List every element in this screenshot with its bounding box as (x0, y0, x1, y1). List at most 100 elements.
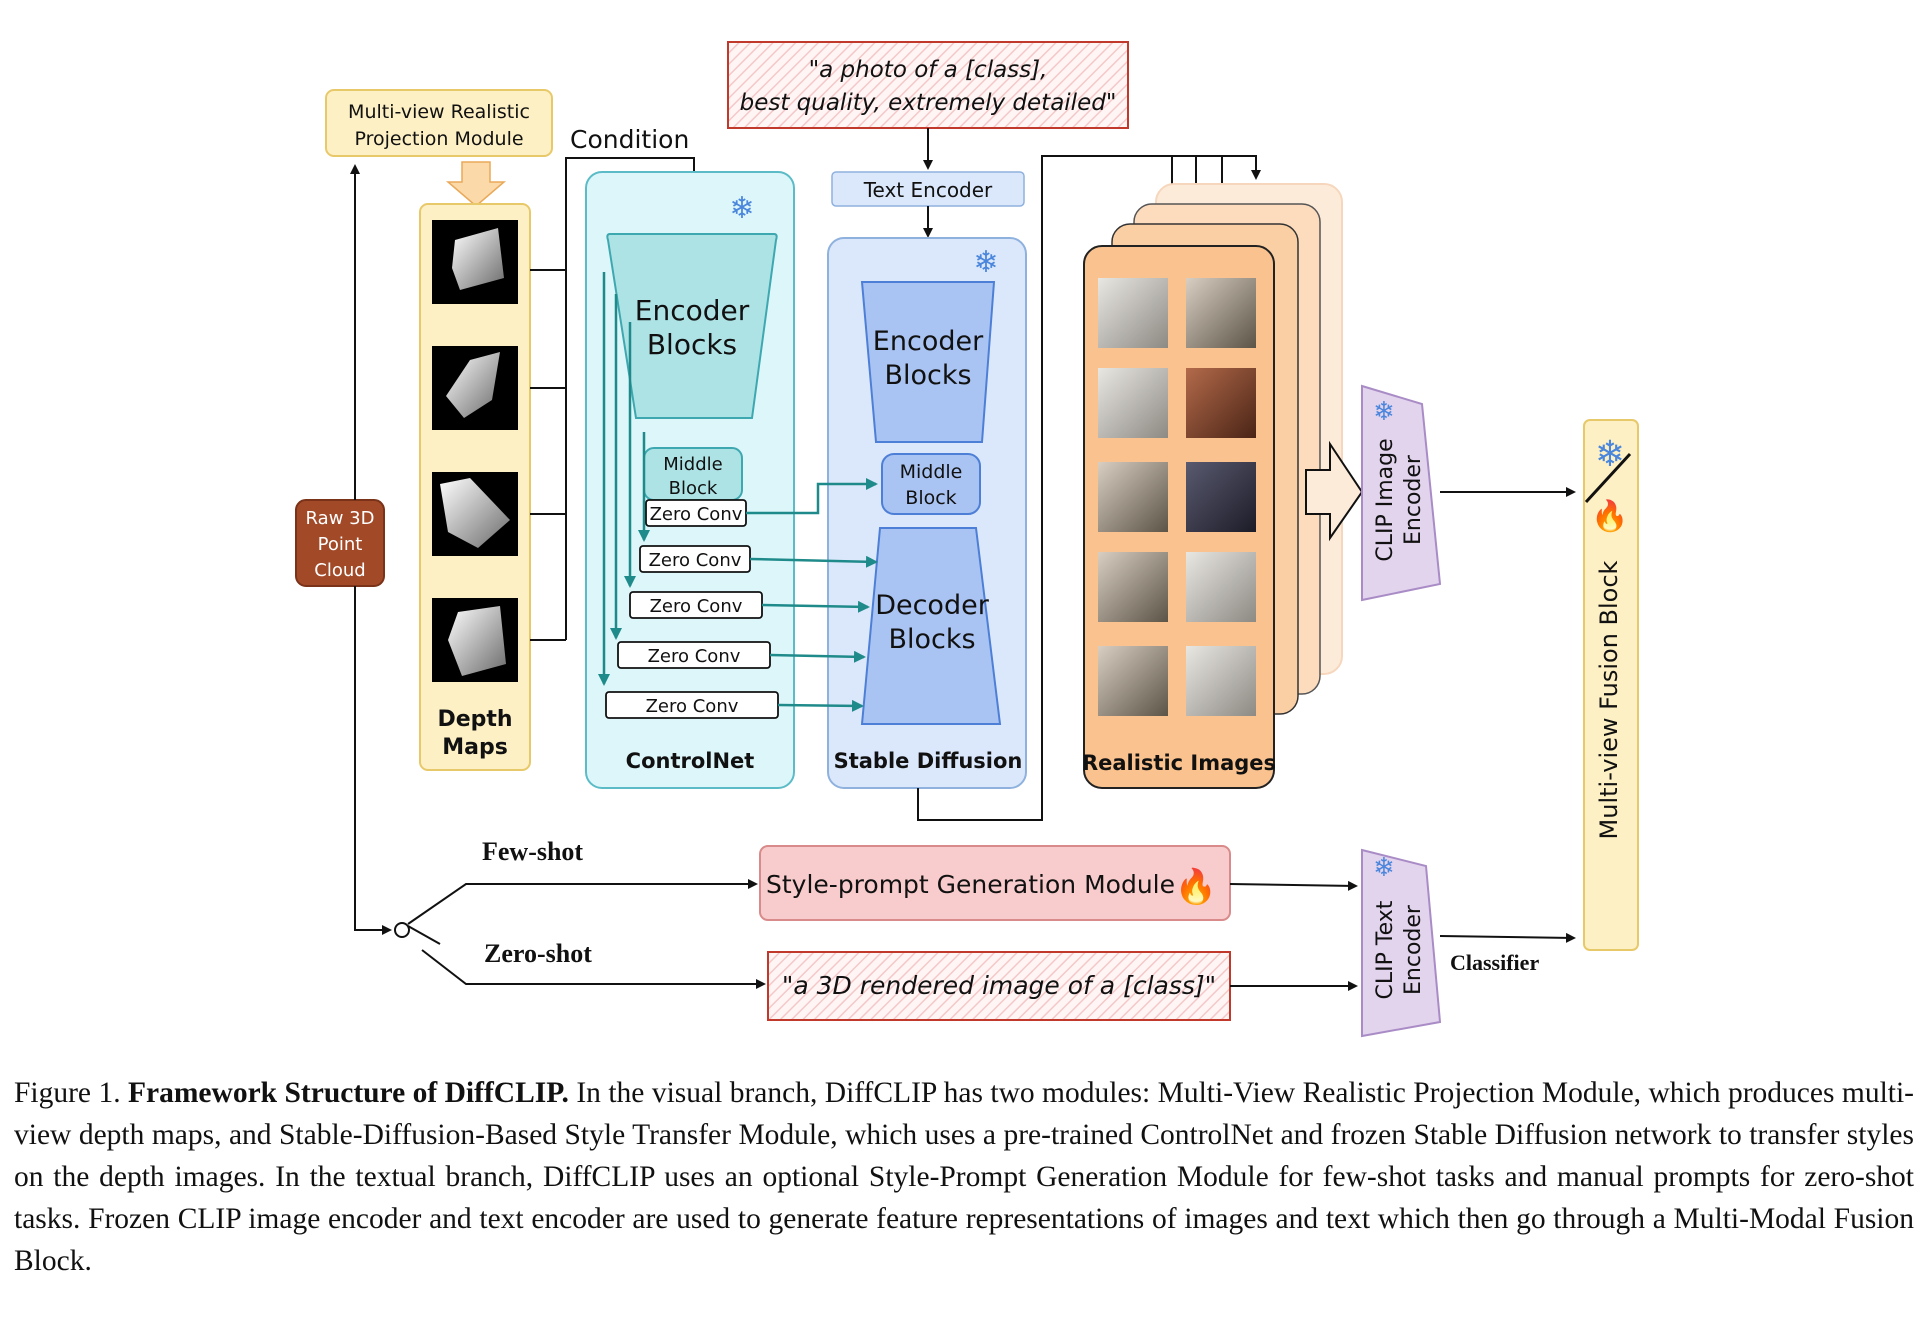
zero-conv-to-sd-arrows (746, 478, 878, 712)
projection-module-line1: Multi-view Realistic (348, 101, 530, 123)
caption-body: In the visual branch, DiffCLIP has two m… (14, 1077, 1914, 1277)
realistic-images-title: Realistic Images (1082, 751, 1276, 775)
text-encoder-label: Text Encoder (863, 178, 993, 202)
snowflake-icon: ❄ (1595, 434, 1625, 475)
zero-conv-label: Zero Conv (646, 696, 739, 717)
controlnet-panel: ❄ Encoder Blocks Middle Block Zero Conv … (585, 171, 795, 789)
snowflake-icon: ❄ (1373, 397, 1395, 427)
zero-conv-box: Zero Conv (639, 545, 751, 573)
sd-title: Stable Diffusion (834, 749, 1023, 773)
projection-down-arrow (445, 161, 507, 207)
zero-shot-label: Zero-shot (484, 939, 592, 968)
realistic-photo (1186, 368, 1256, 438)
realistic-photo (1098, 368, 1168, 438)
fusion-block: ❄ 🔥 Multi-view Fusion Block (1583, 419, 1639, 951)
cloud-to-switch-arrow (354, 586, 392, 935)
controlnet-middle-line1: Middle (663, 454, 722, 475)
divider-slash (1584, 452, 1632, 504)
raw-cloud-line1: Raw 3D (306, 508, 375, 529)
snowflake-icon: ❄ (1373, 853, 1395, 883)
framework-diagram: "a photo of a [class], best quality, ext… (295, 41, 1639, 1038)
style-to-clip-text-arrow (1229, 880, 1358, 891)
realistic-photo (1098, 462, 1168, 532)
zero-shot-prompt-label: "a 3D rendered image of a [class]" (782, 971, 1216, 1000)
fire-icon: 🔥 (1175, 867, 1217, 907)
depth-map-image (432, 598, 518, 682)
controlnet-encoder-line1: Encoder (635, 294, 750, 327)
zero-conv-box: Zero Conv (629, 591, 763, 619)
caption-title: Framework Structure of DiffCLIP. (128, 1077, 569, 1109)
zero-conv-box: Zero Conv (617, 641, 771, 669)
sd-output-line (917, 155, 1168, 821)
realistic-images-stack: Realistic Images (1082, 183, 1343, 789)
top-prompt-box: "a photo of a [class], best quality, ext… (727, 41, 1129, 129)
fusion-block-label: Multi-view Fusion Block (1595, 560, 1623, 839)
clip-text-encoder: ❄ CLIP Text Encoder (1361, 848, 1442, 1038)
sd-encoder-block (860, 281, 996, 443)
zero-conv-label: Zero Conv (648, 646, 741, 667)
depth-map-image (432, 220, 518, 304)
text-encoder-box: Text Encoder (831, 171, 1025, 207)
zero-shot-prompt-box: "a 3D rendered image of a [class]" (767, 951, 1231, 1021)
snowflake-icon: ❄ (973, 245, 998, 280)
sd-encoder-line2: Blocks (884, 360, 971, 391)
clip-image-encoder: ❄ CLIP Image Encoder (1361, 384, 1442, 602)
top-prompt-line1: "a photo of a [class], (809, 57, 1048, 83)
projection-module-box: Multi-view Realistic Projection Module (325, 89, 553, 157)
switch-lever (407, 925, 441, 945)
depth-maps-line1: Depth (437, 707, 512, 732)
raw-cloud-line3: Cloud (314, 560, 365, 581)
raw-cloud-line2: Point (318, 534, 363, 555)
controlnet-encoder-line2: Blocks (647, 328, 737, 361)
clip-text-to-fusion-arrow (1439, 932, 1576, 943)
controlnet-encoder-block (606, 233, 778, 419)
sd-decoder-line2: Blocks (888, 624, 975, 655)
clip-image-line1: CLIP Image (1373, 438, 1398, 561)
images-to-clip-arrow (1305, 440, 1364, 542)
zero-conv-box: Zero Conv (645, 499, 747, 527)
clip-text-line1: CLIP Text (1373, 900, 1398, 999)
realistic-photo (1098, 552, 1168, 622)
raw-point-cloud-box: Raw 3D Point Cloud (295, 499, 385, 587)
switch-node (394, 922, 410, 938)
depth-maps-panel: Depth Maps (419, 203, 531, 771)
figure-label: Figure 1. (14, 1077, 121, 1109)
zero-conv-label: Zero Conv (650, 504, 743, 525)
clip-text-line2: Encoder (1401, 904, 1426, 995)
classifier-label: Classifier (1450, 950, 1539, 975)
few-shot-label: Few-shot (482, 837, 583, 866)
condition-label: Condition (570, 125, 689, 154)
sd-encoder-line1: Encoder (873, 326, 984, 357)
sd-decoder-block (860, 527, 1002, 725)
clip-image-line2: Encoder (1401, 454, 1426, 545)
realistic-photo (1186, 462, 1256, 532)
sd-middle-line1: Middle (900, 461, 963, 483)
snowflake-icon: ❄ (729, 191, 754, 226)
fire-icon: 🔥 (1591, 498, 1628, 534)
depth-map-image (432, 346, 518, 430)
few-shot-arrow (407, 879, 758, 925)
sd-middle-block (881, 453, 981, 515)
projection-module-line2: Projection Module (354, 128, 523, 150)
realistic-photo (1186, 552, 1256, 622)
style-prompt-module-box: Style-prompt Generation Module 🔥 (759, 845, 1231, 921)
figure-caption: Figure 1. Framework Structure of DiffCLI… (14, 1072, 1914, 1282)
realistic-photo (1098, 278, 1168, 348)
realistic-photo (1186, 646, 1256, 716)
zero-conv-box: Zero Conv (605, 691, 779, 719)
stable-diffusion-panel: ❄ Encoder Blocks Middle Block Decoder Bl… (827, 237, 1027, 789)
zero-conv-label: Zero Conv (649, 550, 742, 571)
zero-shot-arrow (421, 949, 766, 989)
sd-decoder-line1: Decoder (875, 590, 990, 621)
depth-maps-line2: Maps (442, 735, 508, 760)
controlnet-title: ControlNet (626, 749, 755, 773)
depth-map-image (432, 472, 518, 556)
realistic-photo (1186, 278, 1256, 348)
top-prompt-line2: best quality, extremely detailed" (740, 90, 1117, 116)
zero-conv-label: Zero Conv (650, 596, 743, 617)
realistic-photo-grid (1098, 278, 1256, 716)
sd-middle-line2: Block (905, 487, 956, 509)
style-prompt-label: Style-prompt Generation Module (766, 870, 1175, 899)
realistic-photo (1098, 646, 1168, 716)
controlnet-middle-line2: Block (669, 478, 718, 499)
